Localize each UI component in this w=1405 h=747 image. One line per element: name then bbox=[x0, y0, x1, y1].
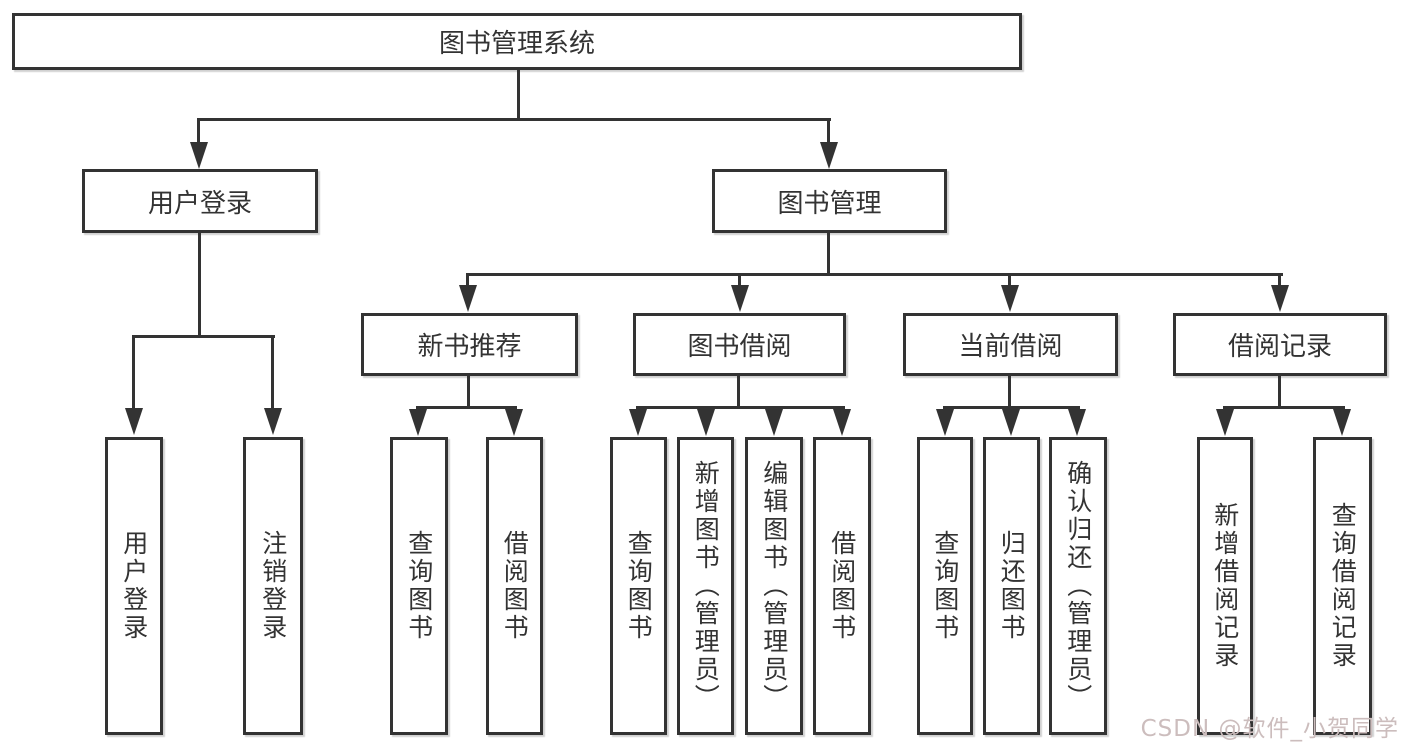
connector-line bbox=[198, 233, 201, 337]
node-borrowing-records: 借阅记录 bbox=[1173, 313, 1387, 376]
connector-line bbox=[1223, 406, 1345, 409]
arrowhead-icon bbox=[936, 409, 954, 436]
connector-line bbox=[466, 273, 469, 287]
node-new-book-recommendation: 新书推荐 bbox=[361, 313, 578, 376]
node-query-books-current: 查询图书 bbox=[917, 437, 973, 735]
connector-line bbox=[943, 406, 1080, 409]
connector-line bbox=[416, 406, 517, 409]
connector-line bbox=[466, 273, 1283, 276]
connector-line bbox=[467, 376, 470, 408]
watermark: CSDN @软件_小贺同学 bbox=[1140, 716, 1399, 742]
arrowhead-icon bbox=[264, 408, 282, 435]
arrowhead-icon bbox=[459, 285, 477, 312]
connector-line bbox=[737, 376, 740, 408]
node-user-login: 用户登录 bbox=[82, 169, 318, 233]
node-book-management: 图书管理 bbox=[712, 169, 947, 233]
node-query-books-recommend: 查询图书 bbox=[390, 437, 448, 735]
connector-line bbox=[1278, 273, 1281, 287]
node-borrow-books-borrow: 借阅图书 bbox=[813, 437, 871, 735]
node-return-books: 归还图书 bbox=[983, 437, 1040, 735]
connector-line bbox=[1008, 273, 1011, 287]
node-book-borrowing: 图书借阅 bbox=[633, 313, 846, 376]
connector-line bbox=[517, 69, 520, 118]
arrowhead-icon bbox=[820, 142, 838, 169]
node-current-borrowing: 当前借阅 bbox=[903, 313, 1118, 376]
node-add-borrow-record: 新增借阅记录 bbox=[1197, 437, 1253, 735]
arrowhead-icon bbox=[765, 409, 783, 436]
node-user-login-leaf: 用户登录 bbox=[105, 437, 163, 735]
arrowhead-icon bbox=[1001, 285, 1019, 312]
arrowhead-icon bbox=[1333, 409, 1351, 436]
node-borrow-books-recommend: 借阅图书 bbox=[486, 437, 543, 735]
arrowhead-icon bbox=[505, 409, 523, 436]
arrowhead-icon bbox=[125, 408, 143, 435]
connector-line bbox=[197, 118, 200, 144]
connector-line bbox=[1008, 376, 1011, 408]
arrowhead-icon bbox=[833, 409, 851, 436]
connector-line bbox=[827, 118, 830, 144]
connector-line bbox=[827, 233, 830, 275]
connector-line bbox=[132, 335, 275, 338]
arrowhead-icon bbox=[697, 409, 715, 436]
arrowhead-icon bbox=[1068, 409, 1086, 436]
arrowhead-icon bbox=[629, 409, 647, 436]
arrowhead-icon bbox=[409, 409, 427, 436]
connector-line bbox=[636, 406, 845, 409]
connector-line bbox=[271, 335, 274, 410]
arrowhead-icon bbox=[1271, 285, 1289, 312]
connector-line bbox=[198, 118, 831, 121]
arrowhead-icon bbox=[190, 142, 208, 169]
connector-line bbox=[738, 273, 741, 287]
arrowhead-icon bbox=[1002, 409, 1020, 436]
node-library-management-system: 图书管理系统 bbox=[12, 13, 1022, 70]
node-add-books-admin: 新增图书（管理员） bbox=[677, 437, 734, 735]
node-confirm-return-admin: 确认归还（管理员） bbox=[1049, 437, 1107, 735]
arrowhead-icon bbox=[731, 285, 749, 312]
node-logout-leaf: 注销登录 bbox=[243, 437, 303, 735]
arrowhead-icon bbox=[1216, 409, 1234, 436]
node-query-books-borrow: 查询图书 bbox=[610, 437, 667, 735]
connector-line bbox=[132, 335, 135, 410]
node-query-borrow-record: 查询借阅记录 bbox=[1313, 437, 1372, 735]
connector-line bbox=[1278, 376, 1281, 408]
node-edit-books-admin: 编辑图书（管理员） bbox=[745, 437, 803, 735]
